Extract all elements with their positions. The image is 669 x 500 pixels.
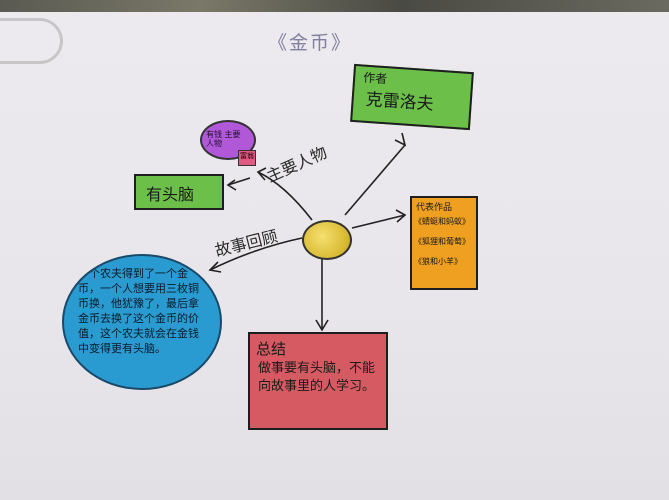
character-tag-text: 富翁 <box>240 152 254 160</box>
summary-text: 做事要有头脑，不能向故事里的人学习。 <box>258 361 376 394</box>
summary-label: 总结 <box>256 340 287 358</box>
story-circle: 一个农夫得到了一个金币，一个人想要用三枚铜币换，他犹豫了，最后拿金币去换了这个金… <box>62 254 222 390</box>
arrow-to-character <box>257 171 313 221</box>
character-tag: 富翁 <box>238 150 256 166</box>
map-title: 《金币》 <box>268 32 353 54</box>
paper-clip <box>0 18 63 64</box>
works-item-0: 《蜻蜓和蚂蚁》 <box>414 217 470 226</box>
character-box-text: 有头脑 <box>146 185 195 204</box>
works-item-1: 《狐狸和葡萄》 <box>414 237 470 246</box>
character-bubble-text: 有钱 主要人物 <box>206 130 241 148</box>
story-text: 一个农夫得到了一个金币，一个人想要用三枚铜币换，他犹豫了，最后拿金币去换了这个金… <box>78 267 199 355</box>
summary-box: 总结 做事要有头脑，不能向故事里的人学习。 <box>248 332 388 430</box>
author-value: 克雷洛夫 <box>364 89 435 115</box>
works-box: 代表作品 《蜻蜓和蚂蚁》 《狐狸和葡萄》 《狼和小羊》 <box>410 196 478 290</box>
arrow-to-author <box>344 144 406 216</box>
works-item-2: 《狼和小羊》 <box>414 257 462 266</box>
author-box: 作者 克雷洛夫 <box>350 63 474 131</box>
character-box: 有头脑 <box>134 174 224 210</box>
arrow-to-works <box>351 214 406 229</box>
gold-coin-icon <box>302 220 352 260</box>
arrow-to-story <box>209 237 303 271</box>
works-label: 代表作品 <box>416 203 453 213</box>
